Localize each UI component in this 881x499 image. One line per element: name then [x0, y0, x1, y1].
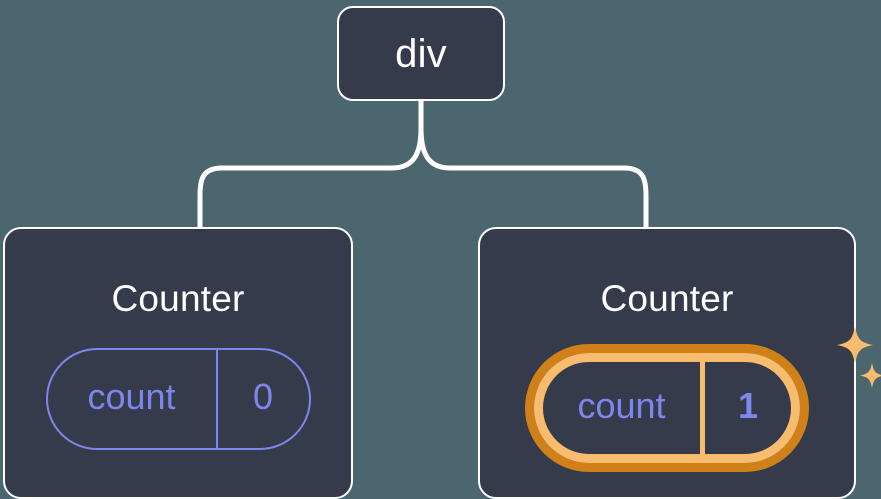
node-counter-right[interactable]: Counter count 1 — [478, 227, 881, 499]
state-pill-right-value: 1 — [700, 362, 791, 454]
state-pill-right-highlight-ring: count 1 — [525, 344, 809, 472]
state-pill-left-key: count — [87, 376, 176, 417]
state-pill-left-value: 0 — [215, 350, 309, 448]
state-pill-right-key: count — [577, 385, 666, 426]
node-root[interactable]: div — [337, 6, 505, 101]
node-counter-left[interactable]: Counter count 0 — [3, 227, 353, 499]
node-counter-right-label: Counter — [600, 278, 734, 319]
state-pill-left-wrapper: count 0 — [45, 348, 311, 450]
node-counter-left-label: Counter — [111, 278, 245, 319]
state-pill-right-wrapper: count 1 — [525, 326, 881, 472]
node-root-label: div — [395, 31, 447, 76]
state-pill-left[interactable]: count 0 — [45, 348, 311, 450]
state-pill-right[interactable]: count 1 — [534, 353, 800, 463]
